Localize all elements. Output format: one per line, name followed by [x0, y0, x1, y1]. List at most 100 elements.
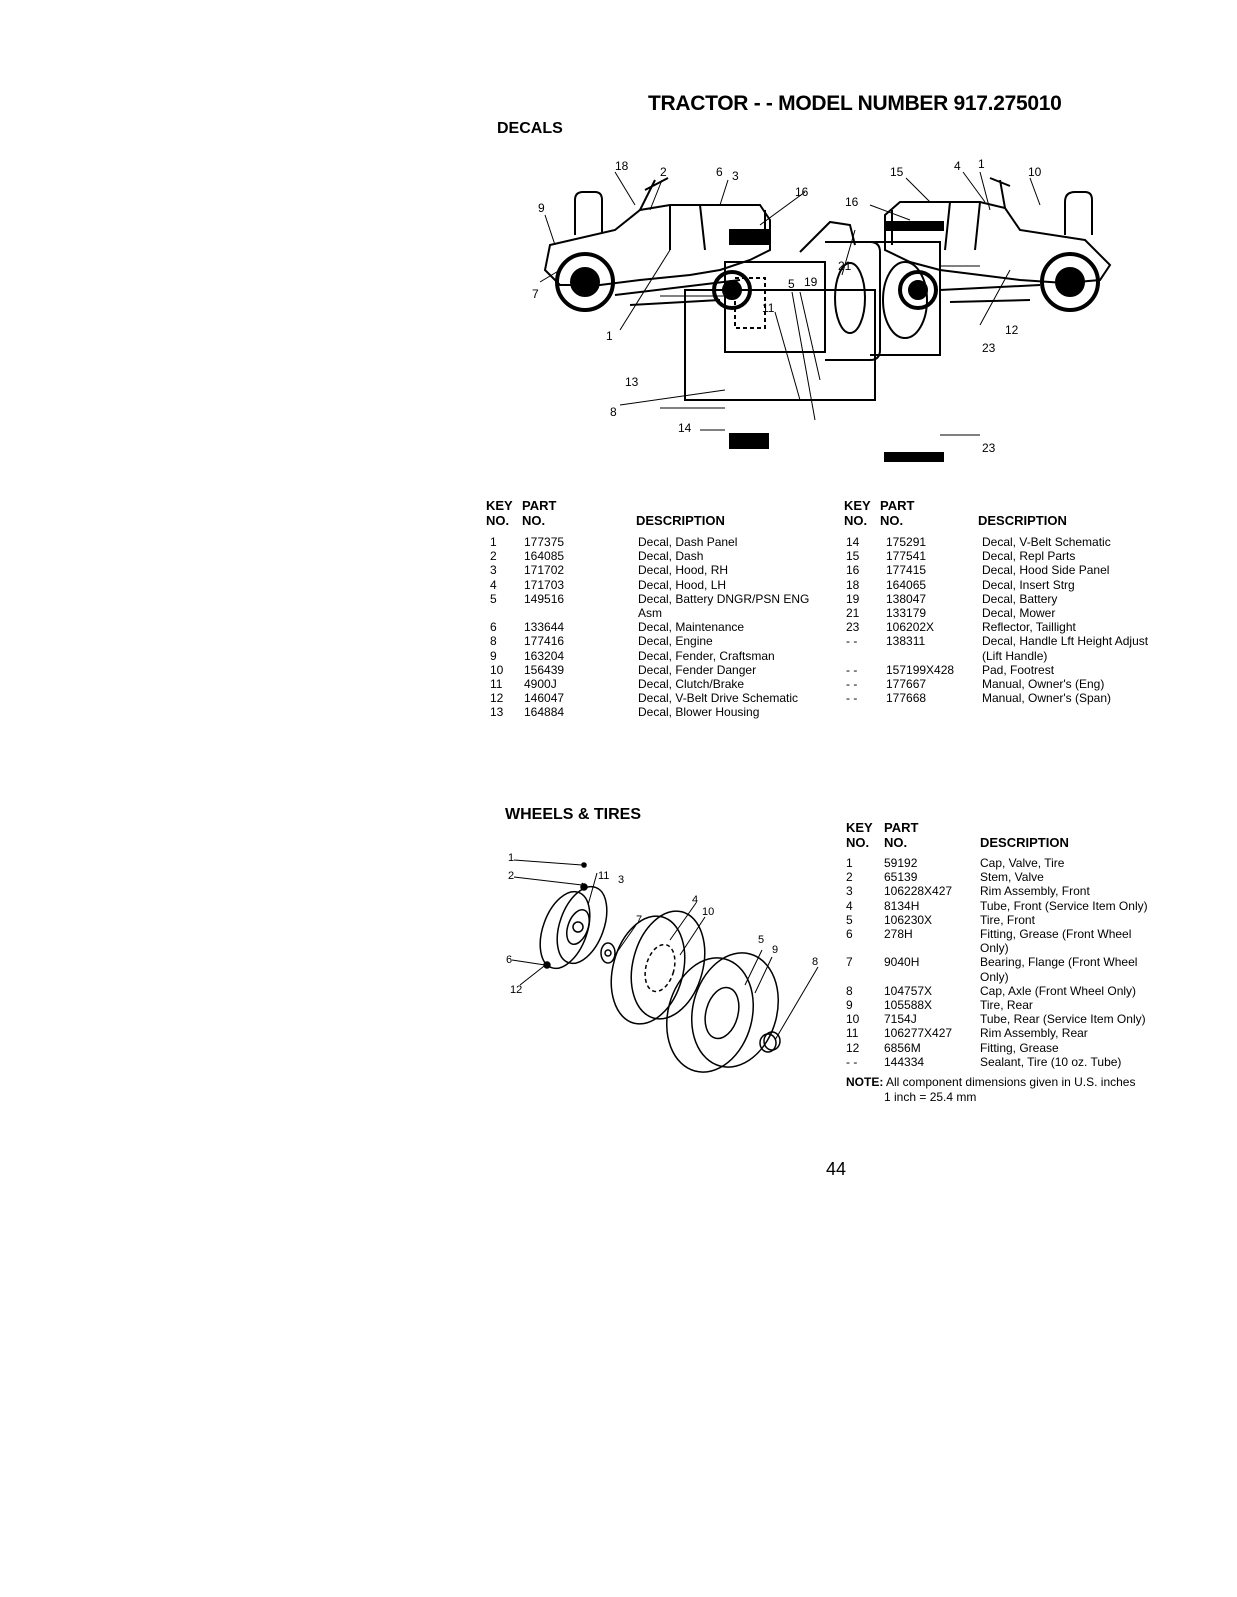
key-cell: 11 — [846, 1026, 859, 1041]
callout: 23 — [982, 341, 996, 355]
wheels-part-header: PART NO. — [884, 820, 918, 850]
wheels-callouts: 1 2 11 3 7 4 10 5 9 6 12 8 — [506, 852, 818, 996]
part-number-cell: 104757X — [884, 983, 933, 998]
callout: 2 — [660, 165, 667, 179]
description-cell: Rim Assembly, Rear — [980, 1026, 1088, 1041]
description-cell: (Lift Handle) — [982, 648, 1048, 663]
part-header: PART — [522, 498, 557, 513]
description-cell: Cap, Axle (Front Wheel Only) — [980, 983, 1137, 998]
callout: 10 — [1028, 165, 1042, 179]
key-cell: 3 — [846, 884, 853, 899]
callout: 11 — [762, 301, 775, 315]
description-cell: Decal, V-Belt Schematic — [982, 535, 1111, 549]
callout: 1 — [508, 852, 514, 864]
callout: 16 — [795, 185, 809, 199]
part-number-cell: 6856M — [884, 1040, 921, 1055]
part-number-cell: 106228X427 — [884, 884, 953, 899]
part-number-cell: 65139 — [884, 870, 918, 885]
key-cell: 10 — [846, 1012, 860, 1027]
part-number-cell: 175291 — [886, 535, 927, 549]
description-cell: Bearing, Flange (Front Wheel — [980, 955, 1138, 970]
description-cell: Decal, Blower Housing — [638, 705, 760, 720]
key-cell: 1 — [490, 535, 497, 549]
key-cell: 3 — [490, 563, 497, 578]
key-cell: 15 — [846, 549, 860, 564]
key-cell: - - — [846, 662, 858, 677]
part-number-cell: 7154J — [884, 1012, 917, 1027]
key-cell: - - — [846, 634, 858, 649]
part-number-cell: 106202X — [886, 620, 935, 635]
decals-diagram: 18 2 6 3 16 9 7 1 15 4 1 10 16 21 5 19 1… — [532, 157, 1112, 462]
callout: 12 — [1005, 323, 1019, 337]
description-cell: Manual, Owner's (Eng) — [982, 677, 1105, 691]
callout: 14 — [678, 421, 692, 435]
description-cell: Only) — [980, 941, 1009, 956]
description-cell: Tire, Front — [980, 912, 1035, 927]
part-number-cell: 177667 — [886, 677, 927, 691]
rear-tire-illustration — [665, 952, 780, 1073]
part-number-cell: 156439 — [524, 662, 565, 677]
description-cell: Sealant, Tire (10 oz. Tube) — [980, 1054, 1122, 1069]
decals-section-title: DECALS — [497, 120, 563, 137]
decals-left-key-header: KEY NO. — [486, 498, 513, 528]
description-cell: Decal, Repl Parts — [982, 549, 1076, 564]
note: NOTE: All component dimensions given in … — [846, 1075, 1135, 1089]
key-cell: 12 — [490, 691, 504, 706]
description-cell: Asm — [638, 606, 662, 620]
description-cell: Decal, V-Belt Drive Schematic — [638, 691, 799, 706]
key-cell: 8 — [846, 983, 853, 998]
description-cell: Decal, Dash — [638, 549, 704, 564]
key-cell: 5 — [846, 912, 853, 927]
valve-stem-illustration — [543, 862, 588, 969]
part-number-cell: 177541 — [886, 549, 927, 564]
key-cell: 2 — [490, 549, 497, 564]
description-cell: Cap, Valve, Tire — [980, 856, 1065, 870]
part-number-cell: 144334 — [884, 1054, 925, 1069]
decals-left-description-header: DESCRIPTION — [636, 513, 725, 528]
description-cell: Decal, Fender, Craftsman — [638, 648, 775, 663]
description-cell: Decal, Clutch/Brake — [638, 677, 745, 691]
front-tire-illustration — [610, 910, 706, 1025]
key-header: KEY — [846, 820, 873, 835]
key-cell: - - — [846, 691, 858, 706]
callout: 12 — [510, 984, 522, 996]
key-cell: 16 — [846, 563, 860, 578]
callout: 6 — [506, 954, 512, 966]
callout: 8 — [812, 956, 818, 968]
part-header: PART — [884, 820, 919, 835]
callout: 23 — [982, 441, 996, 455]
decals-right-key-header: KEY NO. — [844, 498, 871, 528]
description-cell: Stem, Valve — [980, 870, 1044, 885]
part-number-cell: 163204 — [524, 648, 565, 663]
part-number-cell: 133179 — [886, 606, 927, 620]
callout: 8 — [610, 405, 617, 419]
callout: 21 — [838, 259, 852, 273]
part-number-cell: 9040H — [884, 955, 920, 970]
key-cell: 14 — [846, 535, 860, 549]
part-number-cell: 177668 — [886, 691, 927, 706]
callout: 5 — [788, 277, 795, 291]
part-no-header: NO. — [884, 835, 908, 850]
description-cell: Tube, Front (Service Item Only) — [980, 898, 1148, 913]
callout: 1 — [978, 157, 985, 171]
key-cell: - - — [846, 677, 858, 691]
callout: 16 — [845, 195, 859, 209]
part-number-cell: 149516 — [524, 591, 565, 606]
decals-callouts: 18 2 6 3 16 9 7 1 15 4 1 10 16 21 5 19 1… — [532, 157, 1042, 455]
wheels-key-header: KEY NO. — [846, 820, 873, 850]
callout: 1 — [606, 329, 613, 343]
callout: 2 — [508, 870, 514, 882]
description-cell: Pad, Footrest — [982, 662, 1055, 677]
description-cell: Decal, Handle Lft Height Adjust — [982, 634, 1149, 649]
description-cell: Decal, Mower — [982, 606, 1056, 620]
callout: 10 — [702, 906, 714, 918]
key-cell: 4 — [490, 577, 497, 592]
bearing-illustration — [600, 942, 616, 964]
description-cell: Decal, Hood Side Panel — [982, 563, 1110, 578]
description-cell: Reflector, Taillight — [982, 620, 1076, 635]
no-header: NO. — [486, 513, 510, 528]
part-number-cell: 146047 — [524, 691, 565, 706]
key-cell: 9 — [490, 648, 497, 663]
part-number-cell: 133644 — [524, 620, 565, 635]
description-cell: Decal, Battery DNGR/PSN ENG — [638, 591, 810, 606]
